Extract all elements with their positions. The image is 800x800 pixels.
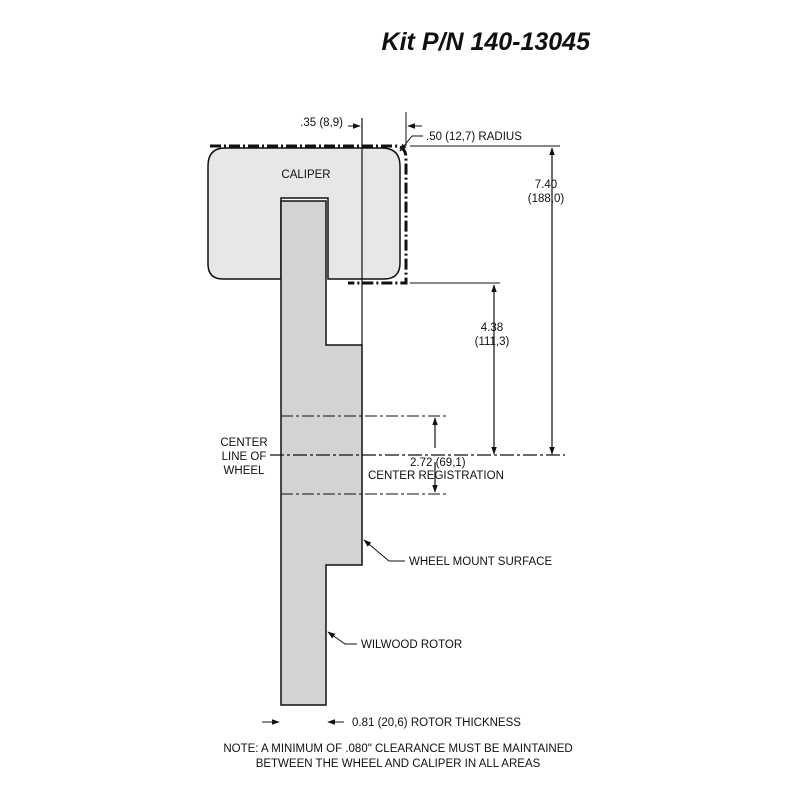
radius-leader [399, 135, 423, 152]
wilwood-rotor-label: WILWOOD ROTOR [361, 639, 462, 651]
center-line-label-1: CENTER [220, 437, 267, 449]
caliper-body [207, 147, 401, 280]
center-line-label-2: LINE OF [222, 451, 267, 463]
clearance-note-line-1: NOTE: A MINIMUM OF .080" CLEARANCE MUST … [223, 743, 572, 755]
overall-height-label-mm: (188,0) [528, 193, 565, 205]
center-line-label-3: WHEEL [224, 465, 266, 477]
clearance-note-line-2: BETWEEN THE WHEEL AND CALIPER IN ALL ARE… [256, 758, 541, 770]
wheel-mount-leader [363, 539, 405, 562]
wilwood-rotor-body [280, 200, 363, 706]
mount-height-label-in: 4.38 [481, 322, 503, 334]
kit-title: Kit P/N 140-13045 [382, 28, 592, 56]
offset-dimension-label: .35 (8,9) [300, 117, 343, 129]
overall-height-label-in: 7.40 [535, 179, 557, 191]
wheel-mount-surface-label: WHEEL MOUNT SURFACE [409, 556, 552, 568]
mount-height-label-mm: (111,3) [475, 336, 510, 348]
rotor-thickness-label: 0.81 (20,6) ROTOR THICKNESS [352, 717, 521, 729]
wilwood-rotor-leader [327, 631, 357, 645]
registration-caption-label: CENTER REGISTRATION [368, 470, 504, 482]
radius-dimension-label: .50 (12,7) RADIUS [426, 131, 522, 143]
caliper-label: CALIPER [281, 169, 330, 181]
registration-dimension-label: 2.72 (69,1) [410, 457, 466, 469]
